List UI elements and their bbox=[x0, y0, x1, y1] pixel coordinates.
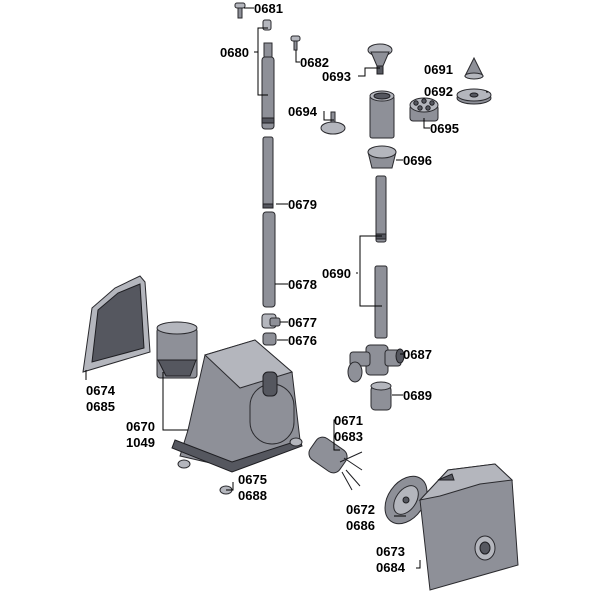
bell-0694 bbox=[320, 111, 346, 135]
label-0691: 0691 bbox=[424, 62, 453, 77]
tube-0678 bbox=[262, 211, 276, 308]
screw-0681 bbox=[234, 2, 246, 19]
connector-0680 bbox=[261, 19, 275, 130]
label-0673: 0673 bbox=[376, 544, 405, 559]
label-0671: 0671 bbox=[334, 413, 363, 428]
label-0692: 0692 bbox=[424, 84, 453, 99]
stem-0690 bbox=[374, 175, 388, 339]
label-0687: 0687 bbox=[403, 347, 432, 362]
label-0689: 0689 bbox=[403, 388, 432, 403]
label-0679: 0679 bbox=[288, 197, 317, 212]
label-0684: 0684 bbox=[376, 560, 406, 575]
label-0672: 0672 bbox=[346, 502, 375, 517]
bracket-0670 bbox=[156, 321, 198, 379]
multi-nozzle-0695 bbox=[409, 97, 439, 122]
disc-0692 bbox=[456, 88, 492, 105]
label-0688: 0688 bbox=[238, 488, 267, 503]
adapter-0677 bbox=[261, 313, 281, 329]
front-cover-0673 bbox=[418, 463, 519, 591]
label-0681: 0681 bbox=[254, 1, 283, 16]
label-0685: 0685 bbox=[86, 399, 115, 414]
label-0680: 0680 bbox=[220, 45, 249, 60]
label-0675: 0675 bbox=[238, 472, 267, 487]
cup-0696 bbox=[367, 145, 397, 169]
tube-0679 bbox=[262, 136, 274, 209]
leader-lines bbox=[85, 7, 488, 569]
screw-0682 bbox=[290, 35, 301, 51]
impeller-0672 bbox=[384, 475, 428, 525]
label-0677: 0677 bbox=[288, 315, 317, 330]
nozzle-0691 bbox=[464, 56, 484, 80]
rotor-0671 bbox=[308, 436, 363, 491]
label-0690: 0690 bbox=[322, 266, 351, 281]
nut-0676 bbox=[262, 332, 277, 346]
label-0693: 0693 bbox=[322, 69, 351, 84]
nozzle-0693 bbox=[367, 43, 393, 75]
sleeve-0693 bbox=[369, 90, 395, 139]
label-0670: 0670 bbox=[126, 419, 155, 434]
label-0674: 0674 bbox=[86, 383, 116, 398]
tee-0687 bbox=[347, 344, 405, 383]
label-0695: 0695 bbox=[430, 121, 459, 136]
label-0678: 0678 bbox=[288, 277, 317, 292]
label-0682: 0682 bbox=[300, 55, 329, 70]
label-0694: 0694 bbox=[288, 104, 318, 119]
label-0686: 0686 bbox=[346, 518, 375, 533]
filter-plate-0674 bbox=[82, 275, 151, 373]
label-1049: 1049 bbox=[126, 435, 155, 450]
knob-0689 bbox=[370, 381, 392, 411]
pump-housing-1049 bbox=[171, 339, 303, 473]
label-0683: 0683 bbox=[334, 429, 363, 444]
part-labels: 0681 0680 0682 0693 0691 0692 0694 0695 … bbox=[86, 1, 459, 575]
label-0676: 0676 bbox=[288, 333, 317, 348]
label-0696: 0696 bbox=[403, 153, 432, 168]
